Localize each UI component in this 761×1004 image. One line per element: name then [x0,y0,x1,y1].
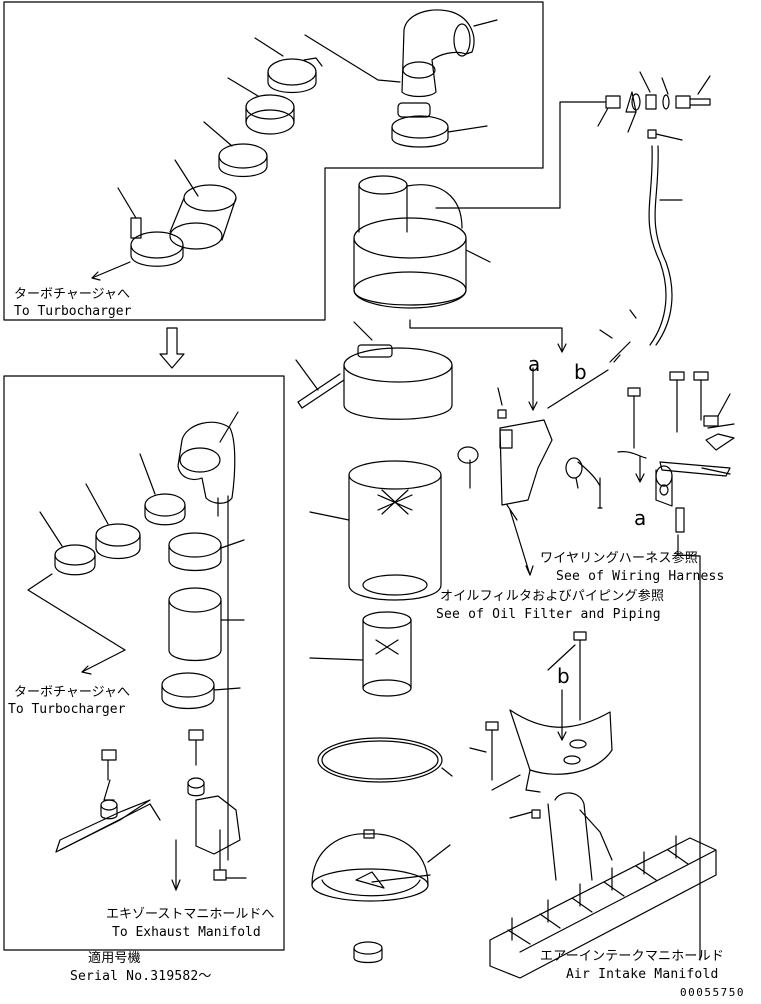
transition-arrow [159,327,185,369]
marker-a-right: a [634,506,647,530]
turbo-label-top-en: To Turbocharger [14,304,132,319]
turbo-label-top-jp: ターボチャージャへ [14,287,130,302]
hose-ring-top-left [227,77,295,135]
clamp-mid-left [203,121,268,177]
fittings-top-right [547,71,711,409]
marker-a-top: a [528,352,541,376]
turbo-label-mid-jp: ターボチャージャへ [14,685,130,700]
bolts-right [617,371,735,961]
detail-frame-bottom [3,375,285,951]
detail-frame-top [3,1,544,321]
turbo-label-mid-en: To Turbocharger [8,702,126,717]
elbow-hose-lower [177,411,239,517]
oil-label-en: See of Oil Filter and Piping [436,607,661,622]
serial-label-en: Serial No.319582～ [70,969,212,984]
marker-b-mid: b [557,664,570,688]
oil-label-jp: オイルフィルタおよびパイピング参照 [440,589,665,604]
gasket-ring [317,737,453,783]
clamp-bottom-top-left [91,187,184,281]
mounting-bracket [469,631,613,819]
marker-b-top: b [574,360,587,384]
bolt-center [295,359,345,409]
air-cleaner-housing [353,101,606,353]
clamps-lower-center [161,532,245,709]
intake-label-en: Air Intake Manifold [566,967,719,982]
bracket-exhaust [55,495,247,891]
intake-label-jp: エアーインテークマニホールド [540,949,725,964]
wiring-label-en: See of Wiring Harness [556,569,725,584]
clamp-top-left [254,34,401,93]
band-clamp [343,321,453,420]
dust-cup [311,829,451,964]
clamp-under-elbow [391,102,488,148]
sensor-bracket [457,387,603,576]
hose-top-left [169,159,237,250]
document-number: 00055750 [680,986,745,999]
elbow-hose-top [401,9,498,98]
filter-element-inner [309,611,412,697]
clamps-lower-left [27,453,186,675]
exhaust-label-en: To Exhaust Manifold [112,925,261,940]
exhaust-label-jp: エキゾーストマニホールドへ [106,907,274,922]
serial-label-jp: 適用号機 [88,951,141,966]
air-intake-manifold [489,792,717,979]
wiring-label-jp: ワイヤリングハーネス参照 [540,551,699,566]
filter-element-outer [309,460,442,601]
